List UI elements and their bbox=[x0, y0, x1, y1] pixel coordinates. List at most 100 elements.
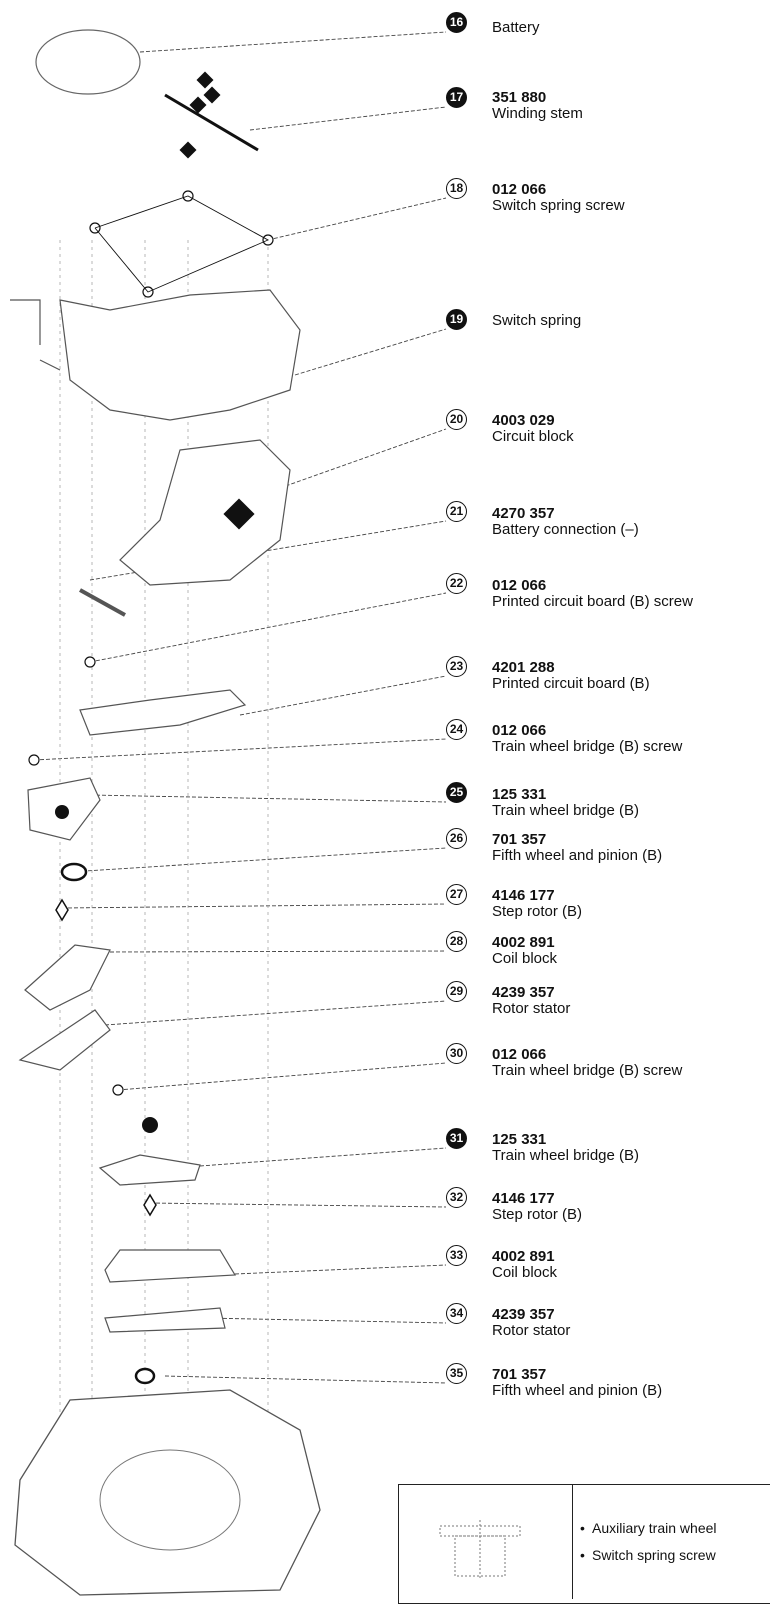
part-number: 012 066 bbox=[492, 1046, 547, 1063]
part-number: 4239 357 bbox=[492, 984, 555, 1001]
part-name: Step rotor (B) bbox=[492, 903, 583, 920]
part-label-31: 125 331 Train wheel bridge (B) bbox=[492, 1132, 639, 1164]
part-number: 4270 357 bbox=[492, 505, 555, 522]
callout-29: 29 bbox=[446, 981, 467, 1002]
part-label-24: 012 066 Train wheel bridge (B) screw bbox=[492, 723, 682, 755]
part-number: 4146 177 bbox=[492, 1190, 555, 1207]
part-name: Fifth wheel and pinion (B) bbox=[492, 847, 663, 864]
lubrication-mark-icon bbox=[179, 141, 197, 159]
callout-31: 31 bbox=[446, 1128, 467, 1149]
part-name: Train wheel bridge (B) bbox=[492, 802, 640, 819]
part-number: 012 066 bbox=[492, 577, 547, 594]
callout-22: 22 bbox=[446, 573, 467, 594]
lubrication-mark-icon bbox=[189, 96, 207, 114]
leader-line bbox=[199, 1147, 447, 1167]
note-text: Switch spring screw bbox=[592, 1547, 716, 1563]
callout-17: 17 bbox=[446, 87, 467, 108]
part-number: 351 880 bbox=[492, 89, 547, 106]
leader-line bbox=[69, 847, 447, 873]
part-name: Rotor stator bbox=[492, 1322, 571, 1339]
callout-28: 28 bbox=[446, 931, 467, 952]
part-name: Train wheel bridge (B) bbox=[492, 1147, 640, 1164]
pcb-screw-shape bbox=[84, 656, 96, 668]
callout-24: 24 bbox=[446, 719, 467, 740]
part-name: Coil block bbox=[492, 1264, 558, 1281]
part-name: Switch spring bbox=[492, 312, 582, 329]
leader-line bbox=[239, 675, 447, 716]
part-label-20: 4003 029 Circuit block bbox=[492, 413, 574, 445]
leader-line bbox=[267, 197, 447, 241]
leader-line bbox=[104, 1000, 447, 1026]
leader-line bbox=[149, 1202, 447, 1208]
part-number: 012 066 bbox=[492, 181, 547, 198]
callout-32: 32 bbox=[446, 1187, 467, 1208]
note-item-2: • Switch spring screw bbox=[580, 1547, 716, 1563]
callout-34: 34 bbox=[446, 1303, 467, 1324]
pcb-shape bbox=[79, 689, 247, 736]
callout-23: 23 bbox=[446, 656, 467, 677]
coil-block-shape bbox=[24, 944, 111, 1011]
callout-20: 20 bbox=[446, 409, 467, 430]
rotor-stator-shape bbox=[18, 1009, 111, 1071]
part-label-16: Battery bbox=[492, 12, 540, 36]
leader-line bbox=[117, 1062, 447, 1091]
callout-27: 27 bbox=[446, 884, 467, 905]
part-name: Train wheel bridge (B) screw bbox=[492, 1062, 683, 1079]
leader-line bbox=[234, 1264, 447, 1275]
part-number: 4003 029 bbox=[492, 412, 555, 429]
part-number: 4146 177 bbox=[492, 887, 555, 904]
leader-line bbox=[139, 31, 447, 53]
part-name: Step rotor (B) bbox=[492, 1206, 583, 1223]
battery-shape bbox=[35, 29, 141, 95]
part-number: 4239 357 bbox=[492, 1306, 555, 1323]
part-name: Rotor stator bbox=[492, 1000, 571, 1017]
leader-line bbox=[164, 1375, 447, 1384]
part-name: Fifth wheel and pinion (B) bbox=[492, 1382, 663, 1399]
bridge-screw-shape bbox=[28, 754, 40, 766]
callout-19: 19 bbox=[446, 309, 467, 330]
part-number: 4002 891 bbox=[492, 1248, 555, 1265]
leader-line bbox=[89, 794, 447, 803]
bullet-icon: • bbox=[580, 1547, 585, 1563]
callout-25: 25 bbox=[446, 782, 467, 803]
train-wheel-bridge-2-shape bbox=[98, 1154, 201, 1186]
battery-connection-shape bbox=[79, 588, 126, 617]
part-number: 125 331 bbox=[492, 786, 547, 803]
fifth-wheel-shape bbox=[60, 862, 88, 882]
main-plate-shape bbox=[14, 1389, 321, 1596]
leader-line bbox=[204, 1317, 447, 1324]
part-name: Winding stem bbox=[492, 105, 583, 122]
step-rotor-shape bbox=[55, 898, 69, 922]
leader-line bbox=[279, 428, 447, 489]
switch-spring-arm-shape bbox=[10, 299, 61, 371]
part-name: Switch spring screw bbox=[492, 197, 625, 214]
jewel-2-icon bbox=[142, 1117, 158, 1133]
leader-line bbox=[33, 738, 447, 761]
part-name: Printed circuit board (B) bbox=[492, 675, 650, 692]
coil-block-2-shape bbox=[104, 1249, 237, 1283]
part-name: Battery bbox=[492, 19, 540, 36]
callout-26: 26 bbox=[446, 828, 467, 849]
switch-spring-shape bbox=[59, 289, 301, 421]
lubrication-mark-icon bbox=[203, 86, 221, 104]
callout-21: 21 bbox=[446, 501, 467, 522]
part-number: 125 331 bbox=[492, 1131, 547, 1148]
part-number: 4002 891 bbox=[492, 934, 555, 951]
jewel-icon bbox=[55, 805, 69, 819]
part-number: 701 357 bbox=[492, 831, 547, 848]
part-number: 012 066 bbox=[492, 722, 547, 739]
part-label-34: 4239 357 Rotor stator bbox=[492, 1307, 570, 1339]
part-label-21: 4270 357 Battery connection (–) bbox=[492, 506, 639, 538]
part-label-33: 4002 891 Coil block bbox=[492, 1249, 557, 1281]
part-label-17: 351 880 Winding stem bbox=[492, 90, 583, 122]
callout-33: 33 bbox=[446, 1245, 467, 1266]
lubrication-mark-icon bbox=[196, 71, 214, 89]
part-label-22: 012 066 Printed circuit board (B) screw bbox=[492, 578, 693, 610]
part-label-35: 701 357 Fifth wheel and pinion (B) bbox=[492, 1367, 662, 1399]
step-rotor-2-shape bbox=[143, 1193, 157, 1217]
screw-outline-line bbox=[94, 195, 270, 293]
part-label-18: 012 066 Switch spring screw bbox=[492, 182, 625, 214]
part-label-23: 4201 288 Printed circuit board (B) bbox=[492, 660, 650, 692]
leader-line bbox=[61, 903, 447, 909]
